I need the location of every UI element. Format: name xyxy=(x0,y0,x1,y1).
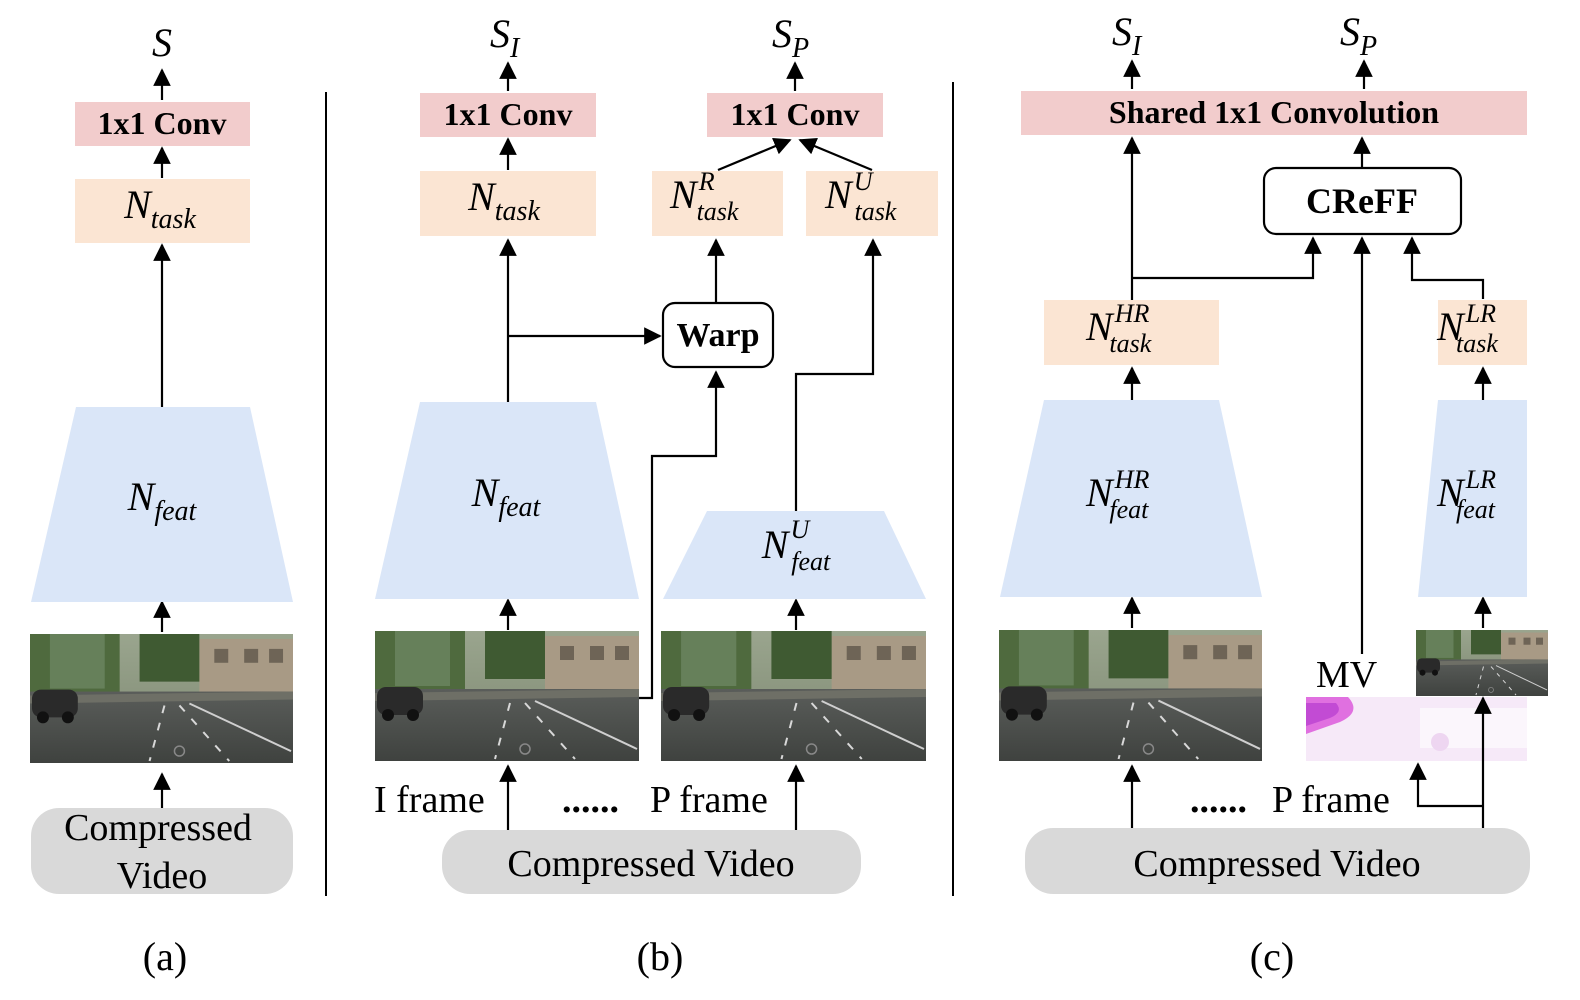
panel-b-feat-label: Nfeat xyxy=(471,470,542,523)
panel-a-video-label-line2: Video xyxy=(117,855,208,897)
panel-b-conv-p-label: 1x1 Conv xyxy=(731,96,860,132)
panel-a-frame-thumbnail xyxy=(30,634,293,763)
panel-b-video-label: Compressed Video xyxy=(507,843,794,885)
panel-c-video-box xyxy=(1025,828,1530,894)
panel-a-conv-block xyxy=(75,102,250,146)
panel-c-mv-label: MV xyxy=(1316,654,1378,696)
panel-b-warp-label: Warp xyxy=(676,317,759,354)
panel-a-feat-label: Nfeat xyxy=(127,474,198,527)
panel-c-p-frame-label: P frame xyxy=(1272,779,1390,821)
panel-b-feat-u-network xyxy=(663,511,926,599)
panel-a-caption: (a) xyxy=(143,934,187,979)
panel-c-output-i: SI xyxy=(1112,9,1143,62)
panel-c-caption: (c) xyxy=(1250,934,1294,979)
panel-b-task-u-head xyxy=(806,171,938,236)
panel-b-i-frame-thumbnail xyxy=(375,631,639,761)
panel-c-task-lr-head xyxy=(1438,300,1527,365)
panel-b-dots: ...... xyxy=(562,779,619,821)
panel-a-task-head xyxy=(75,179,250,243)
panel-b-p-frame-label: P frame xyxy=(650,779,768,821)
panel-b-i-frame-label: I frame xyxy=(374,779,485,821)
panel-b-conv-p-block xyxy=(707,93,883,137)
panel-b-output-p: SP xyxy=(772,11,809,64)
panel-c-output-p: SP xyxy=(1340,9,1377,62)
panel-c-motion-vector-map xyxy=(1306,697,1527,761)
panel-a-feat-network xyxy=(31,407,293,602)
panel-b: Compressed Video I frame ...... P frame … xyxy=(374,11,938,979)
panel-b-feat-network xyxy=(375,402,639,599)
panel-b-output-i: SI xyxy=(490,11,521,64)
panel-a-video-box xyxy=(31,808,293,894)
panel-b-warp-block xyxy=(661,301,775,369)
panel-b-video-box xyxy=(442,830,861,894)
panel-b-p-frame-thumbnail xyxy=(661,631,926,761)
panel-c-task-hr-head xyxy=(1044,300,1219,365)
panel-c-creff-block xyxy=(1262,166,1463,236)
panel-c-shared-conv-label: Shared 1x1 Convolution xyxy=(1109,94,1439,130)
panel-a: Compressed Video Nfeat Ntask 1x1 Conv S … xyxy=(30,20,293,979)
panel-c-i-frame-thumbnail xyxy=(999,630,1262,761)
panel-c-video-label: Compressed Video xyxy=(1133,843,1420,885)
panel-a-conv-label: 1x1 Conv xyxy=(98,105,227,141)
panel-a-video-label-line1: Compressed xyxy=(64,807,252,849)
panel-c-feat-lr-network xyxy=(1418,400,1527,597)
panel-b-conv-i-label: 1x1 Conv xyxy=(444,96,573,132)
panel-b-task-r-head xyxy=(652,171,783,236)
panel-c-dots: ...... xyxy=(1190,779,1247,821)
panel-a-task-label: Ntask xyxy=(123,182,196,235)
panel-c-feat-hr-network xyxy=(1000,400,1262,597)
panel-b-conv-i-block xyxy=(420,93,596,137)
panel-c-lr-frame-thumbnail xyxy=(1416,630,1548,696)
panel-c-creff-label: CReFF xyxy=(1306,181,1418,221)
panel-b-caption: (b) xyxy=(637,934,684,979)
panel-a-output: S xyxy=(152,20,172,65)
panel-c-shared-conv-block xyxy=(1021,91,1527,135)
panel-b-task-label: Ntask xyxy=(467,174,540,227)
panel-b-task-head xyxy=(420,171,596,236)
